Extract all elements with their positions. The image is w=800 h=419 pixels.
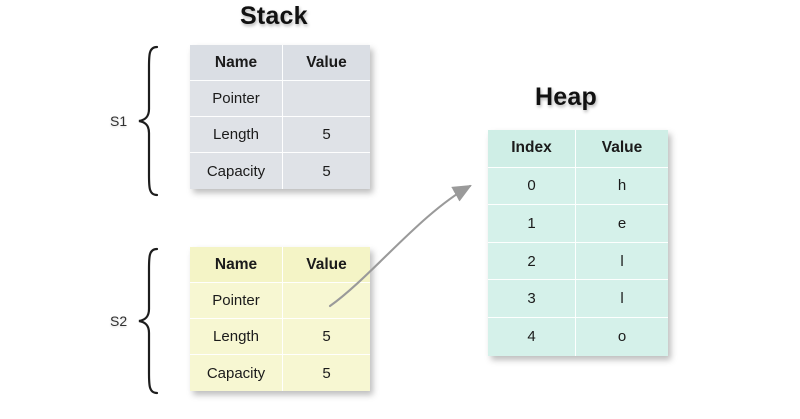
- stack-frame-group-s1: S1: [110, 45, 159, 197]
- cell-field-value: [283, 81, 370, 117]
- cell-heap-index: 3: [488, 280, 576, 318]
- cell-heap-index: 1: [488, 205, 576, 243]
- cell-heap-value: h: [576, 167, 668, 206]
- stack-frame-group-s2: S2: [110, 247, 159, 395]
- stack-title: Stack: [240, 2, 308, 30]
- stack-frame-table-s1: Name Value Pointer Length 5 Capacity 5: [190, 45, 370, 189]
- cell-heap-value: e: [576, 205, 668, 243]
- cell-heap-index: 2: [488, 242, 576, 281]
- stack-frame-label-s2: S2: [110, 313, 128, 329]
- table-row: Length 5: [190, 117, 370, 153]
- table-row: 2 l: [488, 242, 668, 281]
- table-row: 1 e: [488, 205, 668, 243]
- cell-field-value: 5: [283, 117, 370, 153]
- table-row: 3 l: [488, 280, 668, 318]
- table-row: Pointer: [190, 283, 370, 319]
- cell-heap-index: 0: [488, 167, 576, 206]
- cell-field-value: 5: [283, 319, 370, 355]
- table-row: 0 h: [488, 167, 668, 206]
- heap-table: Index Value 0 h 1 e 2 l 3 l 4 o: [488, 130, 668, 356]
- table-header-row: Name Value: [190, 247, 370, 283]
- cell-field-value: [283, 283, 370, 319]
- heap-title: Heap: [535, 83, 597, 111]
- cell-heap-value: l: [576, 242, 668, 281]
- table-row: Length 5: [190, 319, 370, 355]
- table-row: Capacity 5: [190, 355, 370, 391]
- cell-field-name: Length: [190, 319, 283, 355]
- cell-heap-value: o: [576, 317, 668, 356]
- column-header-index: Index: [488, 130, 576, 168]
- cell-field-name: Pointer: [190, 283, 283, 319]
- column-header-value: Value: [283, 45, 370, 81]
- cell-heap-value: l: [576, 280, 668, 318]
- cell-field-name: Capacity: [190, 355, 283, 391]
- table-row: 4 o: [488, 317, 668, 356]
- cell-heap-index: 4: [488, 317, 576, 356]
- column-header-value: Value: [576, 130, 668, 168]
- table-row: Pointer: [190, 81, 370, 117]
- cell-field-name: Length: [190, 117, 283, 153]
- cell-field-value: 5: [283, 355, 370, 391]
- table-header-row: Name Value: [190, 45, 370, 81]
- table-row: Capacity 5: [190, 153, 370, 189]
- stack-frame-label-s1: S1: [110, 113, 128, 129]
- curly-brace-icon: [138, 247, 159, 395]
- stack-frame-table-s2: Name Value Pointer Length 5 Capacity 5: [190, 247, 370, 391]
- cell-field-name: Pointer: [190, 81, 283, 117]
- column-header-value: Value: [283, 247, 370, 283]
- cell-field-name: Capacity: [190, 153, 283, 189]
- cell-field-value: 5: [283, 153, 370, 189]
- column-header-name: Name: [190, 45, 283, 81]
- column-header-name: Name: [190, 247, 283, 283]
- curly-brace-icon: [138, 45, 159, 197]
- table-header-row: Index Value: [488, 130, 668, 168]
